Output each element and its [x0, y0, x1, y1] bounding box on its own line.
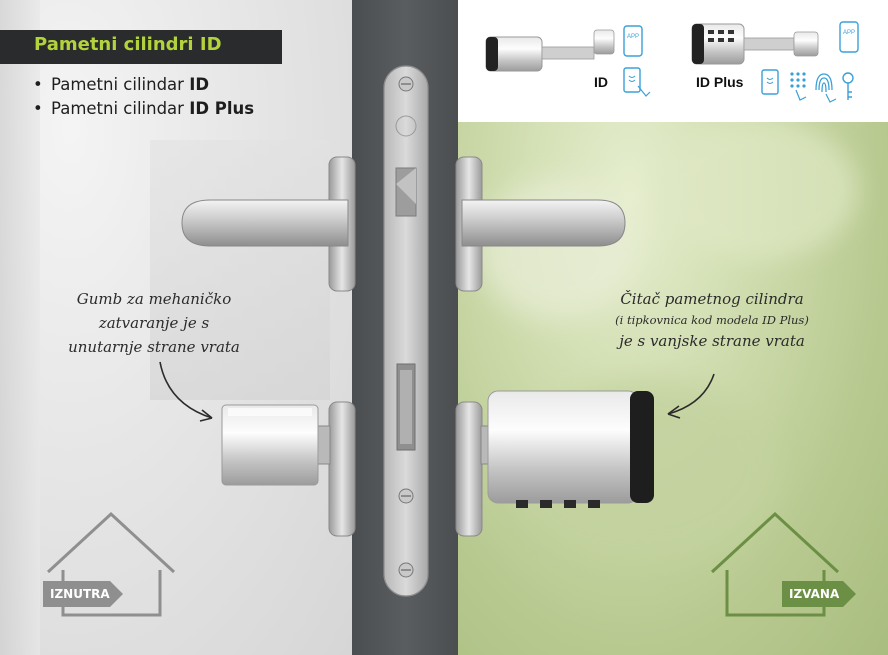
arrow-outside — [667, 373, 715, 419]
lock-faceplate — [383, 65, 429, 597]
list-item: • Pametni cilindar ID — [33, 73, 254, 97]
note-line: Čitač pametnog cilindra — [620, 290, 804, 308]
cylinder-rose-left — [328, 401, 356, 537]
list-item-text: Pametni cilindar — [51, 75, 190, 94]
list-item-strong: ID Plus — [189, 99, 255, 118]
page-title: Pametni cilindri ID — [34, 34, 222, 55]
blurred-wall — [0, 0, 40, 655]
product-label-id-plus: ID Plus — [696, 74, 744, 90]
outside-tag: IZVANA — [782, 581, 856, 607]
door-handle-left — [181, 199, 349, 247]
note-line: zatvaranje je s — [98, 314, 210, 332]
app-icon — [623, 25, 643, 57]
inside-tag: IZNUTRA — [43, 581, 123, 607]
fingerprint-icon — [815, 73, 837, 103]
app-icon-label: APP — [843, 30, 855, 36]
smart-cylinder-reader — [480, 390, 654, 508]
arrow-inside — [159, 361, 213, 422]
product-list: • Pametni cilindar ID • Pametni cilindar I… — [33, 73, 254, 121]
app-icon — [839, 21, 859, 53]
door-handle-right — [461, 199, 626, 247]
list-item-text: Pametni cilindar — [51, 99, 190, 118]
note-line: unutarnje strane vrata — [68, 338, 240, 356]
list-item-strong: ID — [189, 75, 210, 94]
card-tap-icon — [761, 69, 779, 95]
list-item: • Pametni cilindar ID Plus — [33, 97, 254, 121]
product-label-id: ID — [594, 74, 608, 90]
card-tap-icon — [623, 67, 651, 97]
note-line: je s vanjske strane vrata — [619, 332, 805, 350]
cylinder-rose-right — [455, 401, 483, 537]
app-icon-label: APP — [627, 34, 639, 40]
inside-background — [0, 0, 352, 655]
blurred-furniture — [150, 140, 330, 400]
note-line: Gumb za mehaničko — [76, 290, 232, 308]
bullet-icon: • — [33, 75, 43, 94]
key-icon — [842, 72, 854, 100]
note-line-small: (i tipkovnica kod modela ID Plus) — [615, 313, 809, 327]
blurred-foliage — [658, 120, 858, 260]
note-outside: Čitač pametnog cilindra (i tipkovnica ko… — [578, 287, 846, 353]
product-thumb-id-plus — [691, 23, 819, 65]
bullet-icon: • — [33, 99, 43, 118]
note-inside: Gumb za mehaničko zatvaranje je s unutar… — [38, 287, 270, 359]
product-thumb-id — [485, 29, 615, 72]
title-bar: Pametni cilindri ID — [0, 30, 282, 64]
keypad-icon — [790, 72, 807, 101]
inside-knob — [221, 404, 331, 486]
